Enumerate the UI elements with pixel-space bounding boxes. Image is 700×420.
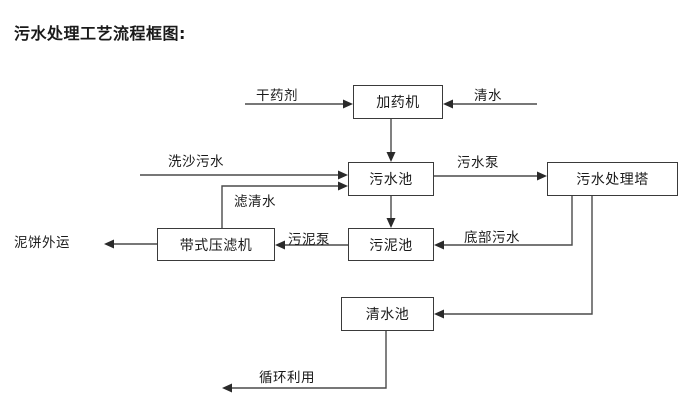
node-clear-water-pool[interactable]: 清水池 [341,297,434,331]
edge-label-sludge-pump: 污泥泵 [288,232,330,248]
edge-label-dry-reagent: 干药剂 [256,88,298,104]
edge-label-sand-wash-wastewater: 洗沙污水 [168,154,224,170]
node-sewage-pool[interactable]: 污水池 [348,162,434,196]
node-label: 加药机 [376,95,420,111]
edge-label-sewage-pump: 污水泵 [457,155,499,171]
page-title: 污水处理工艺流程框图: [14,24,186,43]
node-dosing-machine[interactable]: 加药机 [353,85,443,119]
edge-label-mud-cake-out: 泥饼外运 [14,235,70,251]
node-label: 带式压滤机 [179,237,253,254]
node-label: 污水处理塔 [576,172,649,188]
node-treatment-tower[interactable]: 污水处理塔 [547,162,678,196]
node-label: 清水池 [365,307,410,323]
edge-label-clean-water: 清水 [474,88,502,104]
edge-label-recycle-use: 循环利用 [259,370,315,386]
node-belt-filter-press[interactable]: 带式压滤机 [157,228,275,261]
node-label: 污水池 [369,172,413,188]
node-sludge-pool[interactable]: 污泥池 [348,228,434,261]
node-label: 污泥池 [369,237,413,254]
edge-label-filtrate-water: 滤清水 [234,194,276,210]
edge-label-bottom-wastewater: 底部污水 [464,230,520,246]
